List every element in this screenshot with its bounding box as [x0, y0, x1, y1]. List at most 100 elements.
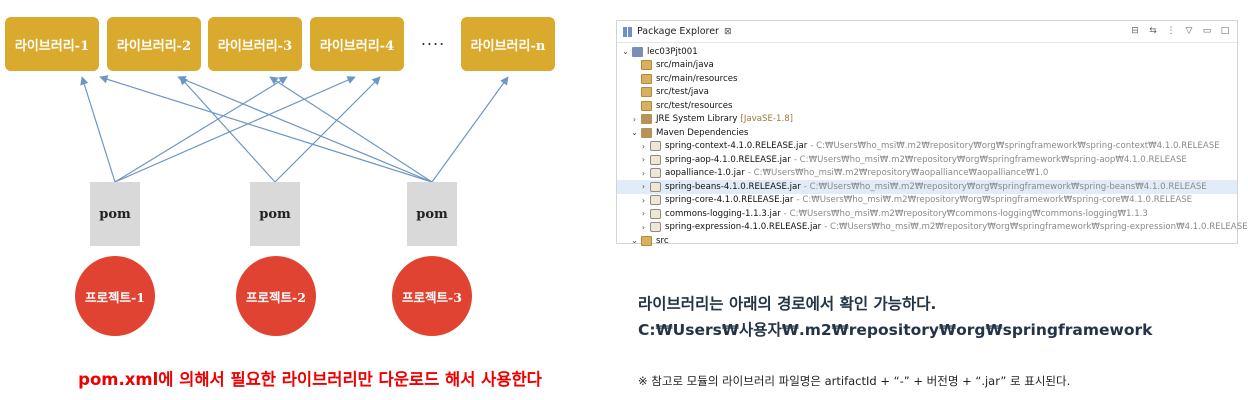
library-path: C:₩Users₩사용자₩.m2₩repository₩org₩springfr…	[638, 321, 1153, 339]
chevron-right-icon[interactable]: ›	[641, 155, 646, 165]
tree-item-maven-dependencies[interactable]: ⌄ Maven Dependencies	[617, 126, 1237, 140]
tree-item-source-folder[interactable]: src/test/java	[617, 86, 1237, 100]
chevron-down-icon[interactable]: ⌄	[631, 236, 638, 246]
source-folder-label: src/test/java	[656, 87, 709, 98]
dependency-arrows	[80, 75, 509, 183]
chevron-down-icon[interactable]: ⌄	[631, 128, 638, 138]
tree-item-jar[interactable]: › spring-aop-4.1.0.RELEASE.jar - C:₩User…	[617, 153, 1237, 167]
jar-icon	[650, 141, 661, 152]
truncated-label: src	[656, 235, 669, 246]
tree-item-jre-library[interactable]: › JRE System Library [JavaSE-1.8]	[617, 113, 1237, 127]
view-toolbar: ⊟ ⇆ ⋮ ▽ ▭ □	[1129, 25, 1231, 37]
tree-item-truncated[interactable]: ⌄ src	[617, 234, 1237, 248]
library-box-n: 라이브러리-n	[461, 17, 555, 71]
arrow-pom2-lib2	[179, 76, 276, 183]
project-circle-2: 프로젝트-2	[236, 256, 316, 336]
jar-name: spring-aop-4.1.0.RELEASE.jar	[665, 154, 791, 165]
chevron-right-icon[interactable]: ›	[641, 222, 646, 232]
jar-path: - C:₩Users₩ho_msi₩.m2₩repository₩org₩spr…	[824, 222, 1248, 233]
tree-item-project[interactable]: ⌄ lec03Pjt001	[617, 45, 1237, 59]
jar-name: spring-context-4.1.0.RELEASE.jar	[665, 141, 808, 152]
chevron-right-icon[interactable]: ›	[632, 114, 637, 124]
arrow-pom1-lib4	[114, 76, 356, 183]
project-circle-1: 프로젝트-1	[75, 256, 155, 336]
project-name: lec03Pjt001	[647, 46, 698, 57]
jar-path: - C:₩Users₩ho_msi₩.m2₩repository₩org₩spr…	[810, 141, 1220, 152]
project-tree: ⌄ lec03Pjt001 src/main/java src/main/res…	[617, 43, 1248, 248]
jar-name: commons-logging-1.1.3.jar	[665, 208, 781, 219]
tree-item-source-folder[interactable]: src/main/resources	[617, 72, 1237, 86]
tree-item-source-folder[interactable]: src/main/java	[617, 59, 1237, 73]
chevron-right-icon[interactable]: ›	[641, 195, 646, 205]
library-box-1: 라이브러리-1	[5, 17, 99, 71]
chevron-right-icon[interactable]: ›	[641, 141, 646, 151]
link-with-editor-icon[interactable]: ⇆	[1149, 26, 1157, 36]
close-tab-icon[interactable]: ⊠	[723, 26, 732, 37]
arrow-pom3-lib2	[177, 76, 433, 183]
jar-icon	[650, 168, 661, 179]
filename-note: ※ 참고로 모듈의 라이브러리 파일명은 artifactId + “-” + …	[638, 374, 1071, 388]
jar-icon	[650, 222, 661, 233]
package-explorer-panel: Package Explorer ⊠ ⊟ ⇆ ⋮ ▽ ▭ □ ⌄ lec03Pj…	[616, 20, 1248, 246]
arrow-pom3-libn	[431, 76, 509, 183]
minimize-icon[interactable]: ▭	[1202, 26, 1212, 36]
jar-path: - C:₩Users₩ho_msi₩.m2₩repository₩org₩spr…	[796, 195, 1193, 206]
view-menu-icon[interactable]: ▽	[1185, 26, 1193, 36]
tree-item-source-folder[interactable]: src/test/resources	[617, 99, 1237, 113]
jar-name: aopalliance-1.0.jar	[665, 168, 745, 179]
library-box-3: 라이브러리-3	[208, 17, 302, 71]
package-explorer-tab[interactable]: Package Explorer ⊠ ⊟ ⇆ ⋮ ▽ ▭ □	[617, 21, 1237, 43]
jar-icon	[650, 181, 661, 192]
package-explorer-icon	[623, 26, 633, 37]
chevron-right-icon[interactable]: ›	[641, 182, 646, 192]
arrow-pom2-lib4	[274, 76, 381, 183]
jar-name: spring-expression-4.1.0.RELEASE.jar	[665, 222, 822, 233]
tree-item-jar[interactable]: › spring-context-4.1.0.RELEASE.jar - C:₩…	[617, 140, 1237, 154]
collapse-all-icon[interactable]: ⊟	[1131, 26, 1139, 36]
dependency-diagram: 라이브러리-1 라이브러리-2 라이브러리-3 라이브러리-4 .... 라이브…	[0, 0, 600, 400]
project-circle-3: 프로젝트-3	[392, 256, 472, 336]
filter-icon[interactable]: ⋮	[1166, 26, 1176, 36]
jar-name: spring-core-4.1.0.RELEASE.jar	[665, 195, 794, 206]
source-folder-icon	[641, 73, 652, 84]
arrow-pom3-lib3	[269, 76, 433, 183]
jar-icon	[650, 195, 661, 206]
ellipsis: ....	[420, 30, 446, 49]
library-box-2: 라이브러리-2	[107, 17, 201, 71]
jre-label: JRE System Library	[656, 114, 738, 125]
source-folder-icon	[641, 100, 652, 111]
maximize-icon[interactable]: □	[1220, 26, 1230, 36]
folder-icon	[641, 235, 652, 246]
library-icon	[641, 127, 652, 138]
jre-version: [JavaSE-1.8]	[740, 114, 794, 125]
maven-label: Maven Dependencies	[656, 127, 749, 138]
library-icon	[641, 114, 652, 125]
source-folder-label: src/main/java	[656, 60, 714, 71]
source-folder-label: src/main/resources	[656, 73, 738, 84]
tree-item-jar[interactable]: › commons-logging-1.1.3.jar - C:₩Users₩h…	[617, 207, 1237, 221]
source-folder-icon	[641, 87, 652, 98]
tree-item-jar[interactable]: › spring-core-4.1.0.RELEASE.jar - C:₩Use…	[617, 194, 1237, 208]
pom-box-3: pom	[407, 182, 457, 246]
tree-item-jar[interactable]: › aopalliance-1.0.jar - C:₩Users₩ho_msi₩…	[617, 167, 1237, 181]
arrow-pom1-lib3	[114, 76, 288, 183]
arrow-pom1-lib1	[80, 76, 116, 183]
source-folder-label: src/test/resources	[656, 100, 733, 111]
diagram-caption: pom.xml에 의해서 필요한 라이브러리만 다운로드 해서 사용한다	[78, 370, 542, 389]
chevron-right-icon[interactable]: ›	[641, 209, 646, 219]
library-box-4: 라이브러리-4	[310, 17, 404, 71]
chevron-right-icon[interactable]: ›	[641, 168, 646, 178]
jar-name: spring-beans-4.1.0.RELEASE.jar	[665, 181, 801, 192]
jar-path: - C:₩Users₩ho_msi₩.m2₩repository₩aopalli…	[747, 168, 1049, 179]
arrow-pom3-lib1	[99, 75, 433, 183]
jar-path: - C:₩Users₩ho_msi₩.m2₩repository₩commons…	[783, 208, 1148, 219]
library-path-heading: 라이브러리는 아래의 경로에서 확인 가능하다.	[638, 295, 937, 313]
tree-item-jar-selected[interactable]: › spring-beans-4.1.0.RELEASE.jar - C:₩Us…	[617, 180, 1237, 194]
pom-box-2: pom	[250, 182, 300, 246]
chevron-down-icon[interactable]: ⌄	[622, 47, 629, 57]
tree-item-jar[interactable]: › spring-expression-4.1.0.RELEASE.jar - …	[617, 221, 1248, 235]
jar-icon	[650, 154, 661, 165]
source-folder-icon	[641, 60, 652, 71]
jar-path: - C:₩Users₩ho_msi₩.m2₩repository₩org₩spr…	[803, 181, 1207, 192]
jar-path: - C:₩Users₩ho_msi₩.m2₩repository₩org₩spr…	[793, 154, 1187, 165]
